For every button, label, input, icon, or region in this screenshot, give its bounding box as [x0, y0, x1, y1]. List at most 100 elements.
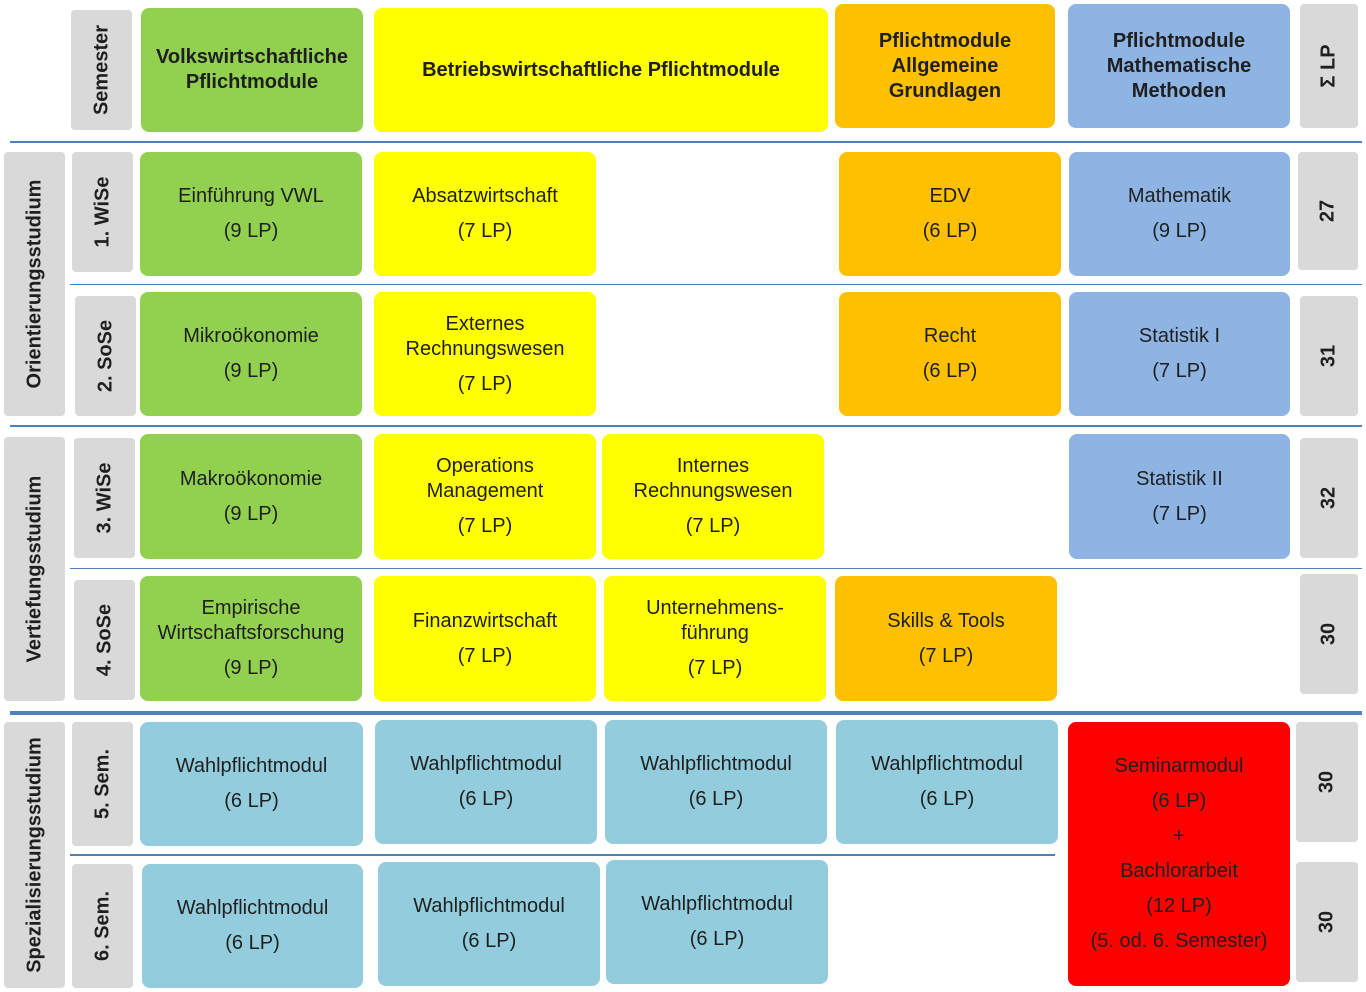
module-name: Skills & Tools [887, 609, 1005, 632]
total-lp-value: 30 [1315, 770, 1338, 794]
semester-header-label: Semester [90, 24, 112, 116]
divider-line [70, 854, 1055, 856]
module-name: Statistik I [1138, 325, 1221, 347]
semester-label-4: 4. SoSe [74, 580, 135, 700]
bwl-header-label: Betriebswirtschaftliche Pflichtmodule [422, 58, 780, 81]
module-name: Internes Rechnungswesen [633, 455, 793, 502]
module-name: Einführung VWL [178, 185, 324, 207]
module-lp: (9 LP) [223, 220, 279, 242]
module-skills-tools: Skills & Tools (7 LP) [835, 576, 1057, 701]
module-name: Absatzwirtschaft [412, 185, 558, 207]
thesis-note: (5. od. 6. Semester) [1090, 930, 1268, 952]
module-name: Wahlpflichtmodul [410, 753, 562, 775]
semester-label-3: 3. WiSe [74, 438, 135, 558]
module-name: EDV [929, 185, 971, 207]
module-lp: (6 LP) [461, 930, 517, 952]
semester-label-text: 2. SoSe [94, 319, 116, 393]
module-wahlpflicht-6-2: Wahlpflichtmodul (6 LP) [378, 862, 600, 986]
module-lp: (7 LP) [1152, 502, 1207, 525]
module-lp: (9 LP) [223, 360, 279, 382]
module-name: Mathematik [1127, 185, 1232, 207]
module-name: Wahlpflichtmodul [641, 893, 793, 915]
module-name: Mikroökonomie [183, 325, 319, 347]
total-lp-4: 30 [1300, 574, 1358, 694]
allgemein-header-label: Pflichtmodule Allgemeine Grundlagen [878, 29, 1012, 102]
total-lp-3: 32 [1300, 438, 1358, 558]
module-lp: (7 LP) [685, 515, 741, 537]
semester-label-6: 6. Sem. [72, 864, 133, 988]
module-lp: (7 LP) [457, 220, 513, 242]
module-lp: (7 LP) [457, 515, 513, 537]
divider-line [10, 425, 1362, 427]
bwl-header: Betriebswirtschaftliche Pflichtmodule [374, 8, 828, 132]
thesis-name: Bachlorarbeit [1120, 860, 1238, 882]
vwl-header-label: Volkswirtschaftliche Pflichtmodule [156, 46, 348, 93]
module-wahlpflicht-6-1: Wahlpflichtmodul (6 LP) [142, 864, 363, 988]
module-wahlpflicht-5-4: Wahlpflichtmodul (6 LP) [836, 720, 1058, 844]
module-name: Recht [923, 325, 977, 347]
allgemein-header: Pflichtmodule Allgemeine Grundlagen [835, 4, 1055, 128]
module-makrooekonomie: Makroökonomie (9 LP) [140, 434, 362, 559]
phase-vertiefung-label: Vertiefungsstudium [23, 475, 45, 663]
module-statistik-2: Statistik II (7 LP) [1069, 434, 1290, 559]
module-lp: (7 LP) [687, 657, 743, 679]
module-lp: (6 LP) [225, 932, 280, 954]
sum-header-label: Σ LP [1317, 44, 1340, 88]
module-lp: (6 LP) [689, 928, 745, 950]
module-finanzwirtschaft: Finanzwirtschaft (7 LP) [374, 576, 596, 701]
module-edv: EDV (6 LP) [839, 152, 1061, 276]
module-lp: (6 LP) [922, 360, 978, 382]
module-lp: (7 LP) [918, 644, 974, 667]
module-lp: (6 LP) [458, 788, 514, 810]
semester-label-text: 5. Sem. [91, 748, 113, 820]
module-mathematik: Mathematik (9 LP) [1069, 152, 1290, 276]
total-lp-2: 31 [1300, 296, 1358, 416]
module-lp: (9 LP) [223, 502, 279, 525]
seminar-plus: + [1173, 825, 1185, 847]
module-wahlpflicht-5-3: Wahlpflichtmodul (6 LP) [605, 720, 827, 844]
divider-line [10, 141, 1362, 143]
module-lp: (6 LP) [224, 790, 279, 812]
semester-label-text: 6. Sem. [91, 890, 113, 962]
module-wahlpflicht-5-2: Wahlpflichtmodul (6 LP) [375, 720, 597, 844]
module-name: Empirische Wirtschaftsforschung [157, 597, 345, 644]
total-lp-value: 27 [1316, 199, 1339, 223]
mathe-header-label: Pflichtmodule Mathematische Methoden [1106, 29, 1252, 102]
module-name: Finanzwirtschaft [412, 609, 558, 632]
module-lp: (6 LP) [688, 788, 744, 810]
module-name: Operations Management [426, 455, 544, 502]
module-lp: (9 LP) [1152, 220, 1207, 242]
semester-label-5: 5. Sem. [72, 722, 133, 846]
module-seminar-bachelorarbeit: Seminarmodul (6 LP) + Bachlorarbeit (12 … [1068, 722, 1290, 986]
module-name: Wahlpflichtmodul [413, 895, 565, 917]
total-lp-value: 31 [1317, 344, 1340, 368]
phase-spezialisierung-label: Spezialisierungsstudium [23, 737, 45, 973]
thesis-lp: (12 LP) [1146, 895, 1212, 917]
seminar-lp: (6 LP) [1151, 790, 1207, 812]
module-externes-rechnungswesen: Externes Rechnungswesen (7 LP) [374, 292, 596, 416]
total-lp-1: 27 [1298, 152, 1358, 270]
semester-label-2: 2. SoSe [75, 296, 136, 416]
divider-line [10, 711, 1362, 715]
module-name: Wahlpflichtmodul [640, 753, 792, 775]
vwl-header: Volkswirtschaftliche Pflichtmodule [141, 8, 363, 132]
module-lp: (6 LP) [922, 220, 978, 242]
divider-line [70, 284, 1362, 285]
module-empirische-wirtschaftsforschung: Empirische Wirtschaftsforschung (9 LP) [140, 576, 362, 701]
module-lp: (7 LP) [457, 372, 513, 395]
module-statistik-1: Statistik I (7 LP) [1069, 292, 1290, 416]
module-lp: (6 LP) [919, 788, 975, 810]
total-lp-value: 30 [1317, 622, 1340, 646]
module-internes-rechnungswesen: Internes Rechnungswesen (7 LP) [602, 434, 824, 559]
module-lp: (9 LP) [223, 657, 279, 679]
module-lp: (7 LP) [1152, 360, 1207, 382]
total-lp-value: 30 [1315, 910, 1338, 934]
semester-header: Semester [71, 10, 132, 130]
seminar-name: Seminarmodul [1114, 755, 1244, 777]
semester-label-1: 1. WiSe [72, 152, 133, 272]
total-lp-value: 32 [1317, 486, 1340, 510]
semester-label-text: 1. WiSe [91, 176, 113, 248]
module-mikrooekonomie: Mikroökonomie (9 LP) [140, 292, 362, 416]
module-name: Makroökonomie [179, 467, 323, 490]
module-absatzwirtschaft: Absatzwirtschaft (7 LP) [374, 152, 596, 276]
